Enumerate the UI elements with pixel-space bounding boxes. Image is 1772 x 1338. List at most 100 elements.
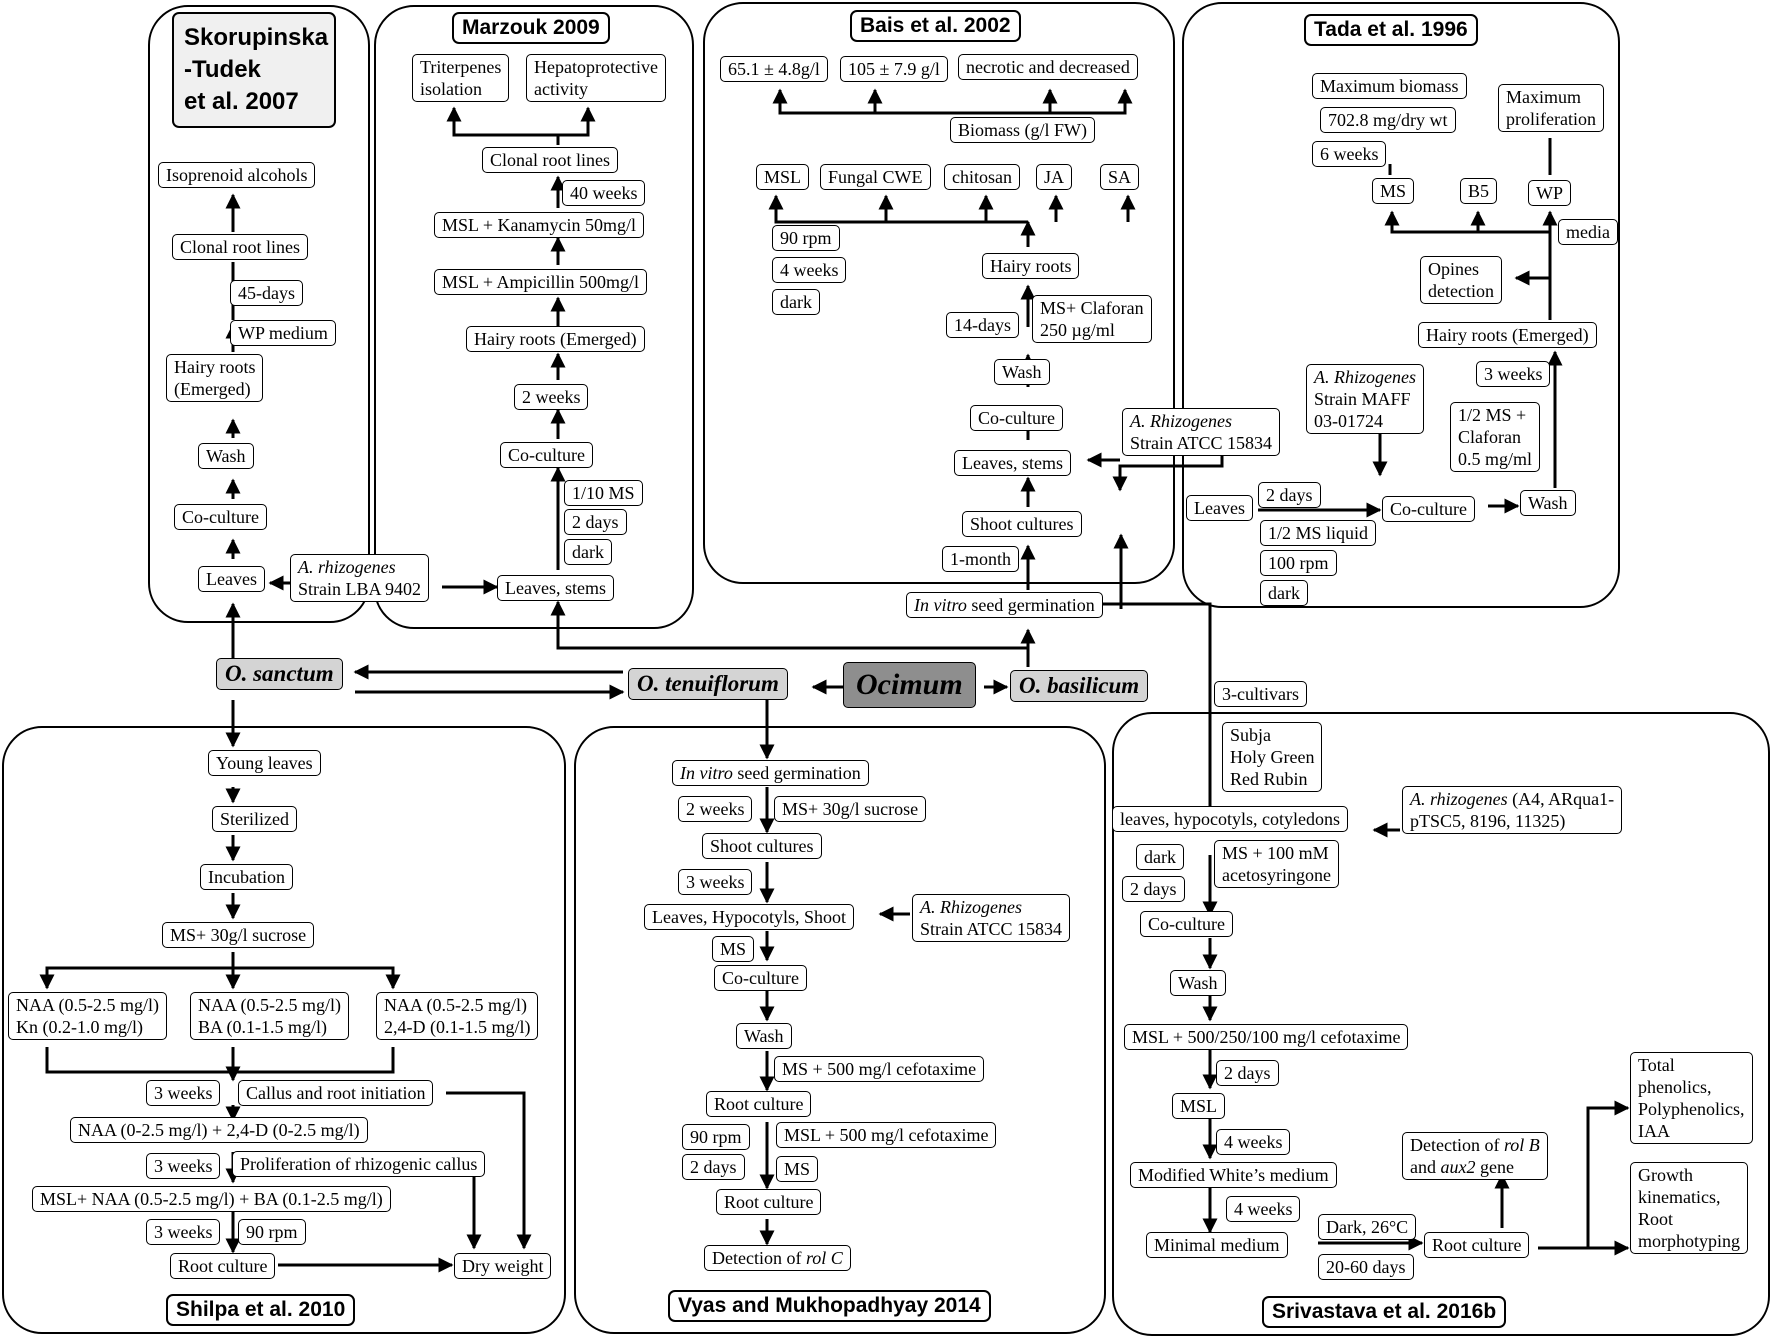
panel-vyas <box>574 726 1106 1334</box>
node-bs-651: 65.1 ± 4.8g/l <box>720 56 828 82</box>
node-vy-wash: Wash <box>736 1023 792 1049</box>
vy-detect-text: Detection of <box>712 1248 806 1268</box>
node-td-702: 702.8 mg/dry wt <box>1320 107 1456 133</box>
node-sk-wp: WP medium <box>230 320 336 346</box>
panel-skorupinska <box>148 5 370 623</box>
node-sv-2d1: 2 days <box>1122 876 1185 902</box>
panel-tada <box>1182 2 1620 608</box>
node-mz-kana: MSL + Kanamycin 50mg/l <box>434 212 644 238</box>
node-sp-naa3: NAA (0.5-2.5 mg/l) 2,4-D (0.1-1.5 mg/l) <box>376 992 539 1040</box>
node-bs-arhiz: A. Rhizogenes Strain ATCC 15834 <box>1122 408 1281 456</box>
bs-arhiz-strain: Strain ATCC 15834 <box>1130 433 1273 453</box>
node-sv-3cult: 3-cultivars <box>1214 681 1307 707</box>
node-sp-prolif: Proliferation of rhizogenic callus <box>232 1151 486 1177</box>
node-bs-invitro: In vitro seed germination <box>906 592 1103 618</box>
title-vyas: Vyas and Mukhopadhyay 2014 <box>668 1290 991 1322</box>
node-sp-90: 90 rpm <box>238 1219 306 1245</box>
node-mz-110ms: 1/10 MS <box>564 480 643 506</box>
node-td-cocult: Co-culture <box>1382 496 1475 522</box>
node-mz-hairy: Hairy roots (Emerged) <box>466 326 645 352</box>
title-shilpa: Shilpa et al. 2010 <box>166 1294 356 1326</box>
node-td-halfliq: 1/2 MS liquid <box>1260 520 1377 546</box>
o-tenuiflorum-node: O. tenuiflorum <box>628 668 788 700</box>
node-sv-root: Root culture <box>1424 1232 1530 1258</box>
node-bs-ja: JA <box>1036 164 1073 190</box>
node-sk-45: 45-days <box>230 280 303 306</box>
sv-detect-b: and <box>1410 1157 1436 1177</box>
node-td-maxbio: Maximum biomass <box>1312 73 1467 99</box>
node-bs-1m: 1-month <box>942 546 1019 572</box>
node-td-wp: WP <box>1528 180 1571 206</box>
node-sv-dark: dark <box>1136 844 1184 870</box>
node-bs-leaves: Leaves, stems <box>954 450 1071 476</box>
node-sv-growth: Growth kinematics, Root morphotyping <box>1630 1162 1748 1254</box>
title-skorupinska: Skorupinska -Tudek et al. 2007 <box>172 12 336 128</box>
node-vy-mscef: MS + 500 mg/l cefotaxime <box>774 1056 985 1082</box>
node-bs-105: 105 ± 7.9 g/l <box>840 56 948 82</box>
node-sp-incub: Incubation <box>200 864 293 890</box>
node-sk-cocult: Co-culture <box>174 504 267 530</box>
node-sp-mslnaa: MSL+ NAA (0.5-2.5 mg/l) + BA (0.1-2.5 mg… <box>32 1186 391 1212</box>
node-vy-shoot: Shoot cultures <box>702 833 822 859</box>
node-vy-leaves: Leaves, Hypocotyls, Shoot <box>644 904 854 930</box>
node-bs-14: 14-days <box>946 312 1019 338</box>
node-td-maxpro: Maximum proliferation <box>1498 84 1604 132</box>
node-sv-leaves: leaves, hypocotyls, cotyledons <box>1112 806 1348 832</box>
vy-arhiz-strain: Strain ATCC 15834 <box>920 919 1063 939</box>
node-mz-trit: Triterpenes isolation <box>412 54 510 102</box>
node-vy-ms30: MS+ 30g/l sucrose <box>774 796 927 822</box>
node-mz-dark: dark <box>564 539 612 565</box>
node-bs-dark: dark <box>772 289 820 315</box>
node-td-wash: Wash <box>1520 490 1576 516</box>
title-bais: Bais et al. 2002 <box>850 10 1021 42</box>
node-vy-detect: Detection of rol C <box>704 1245 851 1271</box>
node-vy-90: 90 rpm <box>682 1124 750 1150</box>
panel-marzouk <box>374 5 694 629</box>
node-bs-msclaf: MS+ Claforan 250 µg/ml <box>1032 295 1152 343</box>
node-sp-young: Young leaves <box>208 750 321 776</box>
sv-arhiz-species: A. rhizogenes <box>1410 789 1508 809</box>
node-sk-clonal: Clonal root lines <box>172 234 308 260</box>
node-sp-naa2: NAA (0.5-2.5 mg/l) BA (0.1-1.5 mg/l) <box>190 992 349 1040</box>
node-vy-mslcef: MSL + 500 mg/l cefotaxime <box>776 1122 997 1148</box>
node-td-dark: dark <box>1260 580 1308 606</box>
sv-arhiz-strain: (A4, ARqua1- pTSC5, 8196, 11325) <box>1410 789 1615 831</box>
node-sk-hairy: Hairy roots (Emerged) <box>166 354 264 402</box>
node-vy-root1: Root culture <box>706 1091 812 1117</box>
node-vy-2d: 2 days <box>682 1154 745 1180</box>
node-bs-hairy: Hairy roots <box>982 253 1080 279</box>
node-vy-2w: 2 weeks <box>678 796 753 822</box>
node-td-hairy: Hairy roots (Emerged) <box>1418 322 1597 348</box>
node-sv-2d2: 2 days <box>1216 1060 1279 1086</box>
bs-invitro-italic: In vitro <box>914 595 967 615</box>
panel-bais <box>703 2 1175 584</box>
node-bs-necro: necrotic and decreased <box>958 54 1138 80</box>
node-sv-cocult: Co-culture <box>1140 911 1233 937</box>
node-td-ms: MS <box>1372 178 1415 204</box>
node-td-arhiz: A. Rhizogenes Strain MAFF 03-01724 <box>1306 364 1424 434</box>
o-sanctum-node: O. sanctum <box>216 658 343 690</box>
node-sv-4w1: 4 weeks <box>1216 1129 1291 1155</box>
node-td-100: 100 rpm <box>1260 550 1337 576</box>
node-sv-msaceto: MS + 100 mM acetosyringone <box>1214 840 1339 888</box>
sk-arhiz-strain: Strain LBA 9402 <box>298 579 422 599</box>
bs-invitro-text: seed germination <box>966 595 1095 615</box>
node-sp-3w1: 3 weeks <box>146 1080 221 1106</box>
panel-srivastava <box>1112 712 1770 1336</box>
node-td-media: media <box>1558 219 1618 245</box>
o-basilicum-node: O. basilicum <box>1010 670 1149 702</box>
node-td-6w: 6 weeks <box>1312 141 1387 167</box>
node-sk-leaves: Leaves <box>198 566 265 592</box>
node-sp-root: Root culture <box>170 1253 276 1279</box>
node-bs-biomass: Biomass (g/l FW) <box>950 117 1095 143</box>
node-td-half: 1/2 MS + Claforan 0.5 mg/ml <box>1450 402 1541 472</box>
title-marzouk: Marzouk 2009 <box>452 12 610 44</box>
title-srivastava: Srivastava et al. 2016b <box>1262 1296 1507 1328</box>
node-td-b5: B5 <box>1460 178 1498 204</box>
node-sp-3w3: 3 weeks <box>146 1219 221 1245</box>
node-sv-msl: MSL <box>1172 1093 1226 1119</box>
title-tada: Tada et al. 1996 <box>1304 14 1478 46</box>
node-bs-4w: 4 weeks <box>772 257 847 283</box>
node-bs-fungal: Fungal CWE <box>820 164 931 190</box>
